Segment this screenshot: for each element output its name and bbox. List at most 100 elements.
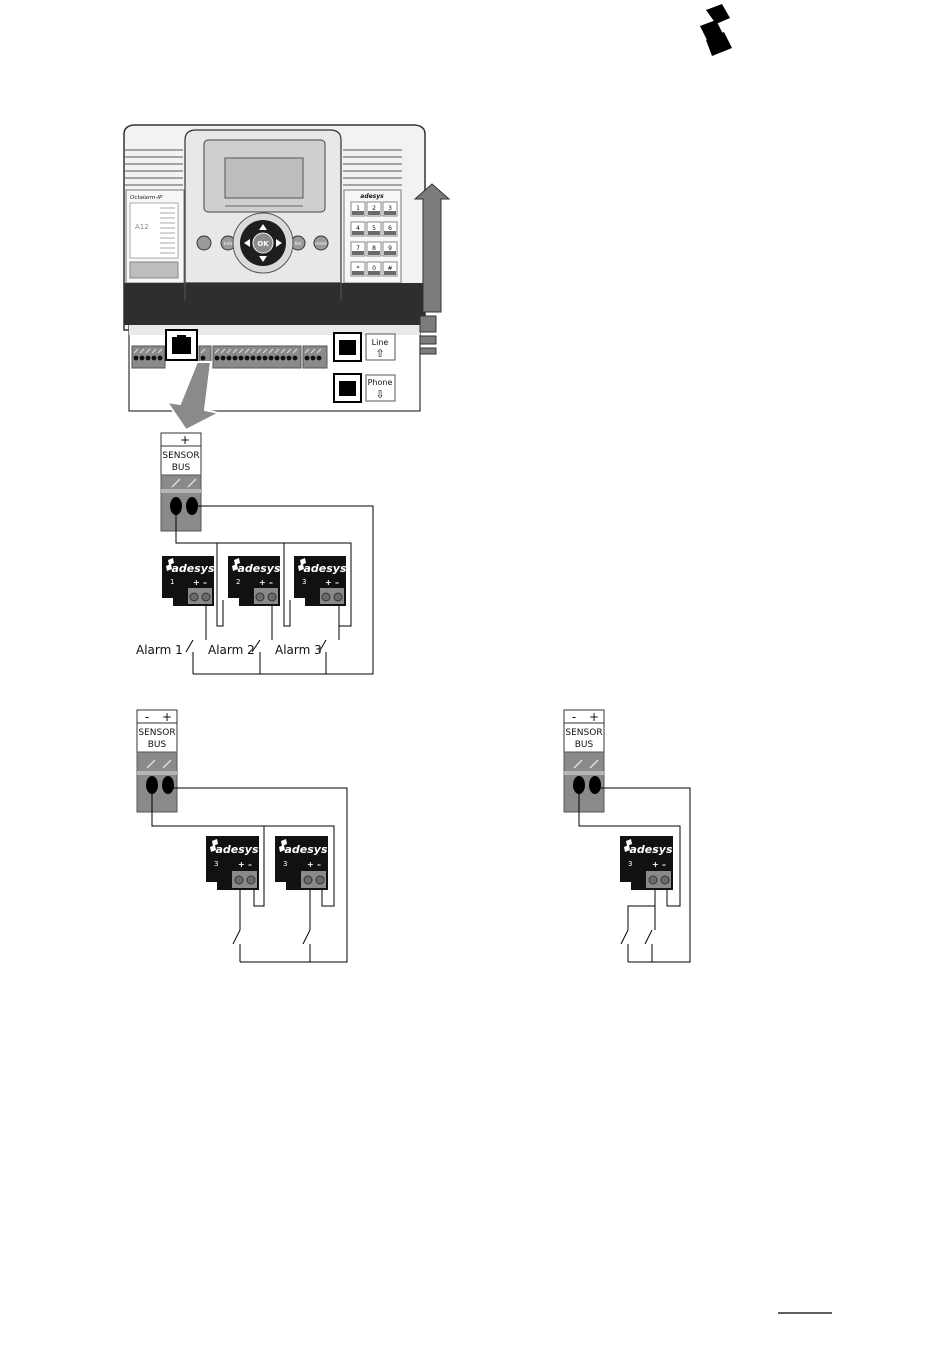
keypad-key-label: 5 [372, 225, 376, 232]
keypad-brand: adesys [360, 193, 384, 200]
terminal-screw [311, 356, 316, 361]
bottom-right-module: adesys 3 + – [620, 836, 673, 890]
terminal-screw [134, 356, 139, 361]
module-3-minus: – [335, 578, 339, 587]
terminal-screw [233, 356, 238, 361]
keypad-key-label: # [387, 265, 392, 272]
module-1-minus: – [203, 578, 207, 587]
terminal-screw [215, 356, 220, 361]
module-2-plus: + [259, 578, 266, 587]
navigation-pad[interactable]: OK [233, 213, 293, 273]
bottom-right-plus-label: + [589, 710, 599, 724]
bottom-left-module-a-minus: – [248, 860, 252, 869]
bottom-left-label-line2: BUS [148, 740, 167, 750]
bottom-right-label-line2: BUS [575, 740, 594, 750]
softkey-left-button[interactable] [197, 236, 211, 250]
terminal-screw [287, 356, 292, 361]
module-3-brand: adesys [303, 562, 346, 575]
corner-logo [700, 4, 732, 56]
panel-title: A12 [135, 223, 149, 231]
sensor-module-3: adesys 3 + – [294, 556, 347, 606]
bottom-left-module-a-brand: adesys [215, 843, 258, 856]
bottom-left-plus-label: + [162, 710, 172, 724]
terminal-screw [305, 356, 310, 361]
bottom-left-module-b-minus: – [317, 860, 321, 869]
controller-device: info list reset OK Octalarm-IP A12 [124, 125, 425, 330]
lcd-screen [225, 158, 303, 198]
alarm-3-label: Alarm 3 [275, 643, 322, 657]
bottom-left-module-b: adesys 3 + – [275, 836, 328, 890]
terminal-screw [221, 356, 226, 361]
bottom-left-minus-label: - [145, 710, 149, 724]
keypad-key-label: 8 [372, 245, 376, 252]
terminal-screw [257, 356, 262, 361]
softkey-list-label: list [295, 241, 302, 247]
keypad-key-label: 3 [388, 205, 392, 212]
keypad-key-label: 7 [356, 245, 360, 252]
line-port-up-arrow-icon: ⇧ [375, 347, 384, 360]
bottom-left-module-a-number: 3 [214, 860, 218, 868]
bottom-left-label-line1: SENSOR [138, 728, 175, 738]
alarm-2-label: Alarm 2 [208, 643, 255, 657]
phone-port-down-arrow-icon: ⇩ [375, 388, 384, 401]
sensor-bus-plus-label: + [180, 433, 190, 447]
terminal-screw [146, 356, 151, 361]
softkey-info-label: info [224, 241, 233, 247]
module-1-plus: + [193, 578, 200, 587]
terminal-screw [269, 356, 274, 361]
sensor-bus-connector-bottom-left: - + SENSOR BUS [137, 710, 177, 812]
ok-label: OK [257, 240, 269, 248]
terminal-screw [281, 356, 286, 361]
keypad-key-label: 1 [356, 205, 360, 212]
terminal-screw [251, 356, 256, 361]
terminal-screw [263, 356, 268, 361]
keypad-key-label: 2 [372, 205, 376, 212]
softkey-reset-label: reset [315, 241, 327, 247]
terminal-screw [152, 356, 157, 361]
keypad-key-label: 4 [356, 225, 360, 232]
module-1-brand: adesys [171, 562, 214, 575]
terminal-screw [293, 356, 298, 361]
keypad-key-label: * [357, 265, 360, 272]
dark-band [124, 283, 425, 325]
module-3-number: 3 [302, 578, 306, 586]
module-2-number: 2 [236, 578, 240, 586]
keypad-key-label: 0 [372, 265, 376, 272]
bottom-left-module-a-plus: + [238, 860, 245, 869]
alarm-1-label: Alarm 1 [136, 643, 183, 657]
terminal-screw [140, 356, 145, 361]
sensor-bus-connector-top: + SENSOR BUS [161, 433, 201, 531]
terminal-screw [275, 356, 280, 361]
module-2-brand: adesys [237, 562, 280, 575]
module-3-plus: + [325, 578, 332, 587]
sensor-bus-label-line1: SENSOR [162, 451, 199, 461]
keypad-key-label: 9 [388, 245, 392, 252]
bottom-left-module-b-plus: + [307, 860, 314, 869]
terminal-screw [201, 356, 206, 361]
terminal-screw [239, 356, 244, 361]
bottom-right-minus-label: - [572, 710, 576, 724]
terminal-screw [227, 356, 232, 361]
terminal-screw [317, 356, 322, 361]
sensor-bus-label-line2: BUS [172, 463, 191, 473]
bottom-right-module-brand: adesys [629, 843, 672, 856]
sensor-bus-connector-bottom-right: - + SENSOR BUS [564, 710, 604, 812]
bottom-right-module-minus: – [662, 860, 666, 869]
bottom-left-module-a: adesys 3 + – [206, 836, 259, 890]
sensor-module-2: adesys 2 + – [228, 556, 281, 606]
bottom-right-module-plus: + [652, 860, 659, 869]
line-port-label: Line [372, 338, 389, 347]
terminal-screw [245, 356, 250, 361]
terminal-screw [158, 356, 163, 361]
terminal-area: Line ⇧ Phone ⇩ [129, 325, 420, 411]
sensor-module-1: adesys 1 + – [162, 556, 215, 606]
device-model-label: Octalarm-IP [130, 195, 163, 201]
module-1-number: 1 [170, 578, 174, 586]
bottom-left-module-b-brand: adesys [284, 843, 327, 856]
bottom-left-module-b-number: 3 [283, 860, 287, 868]
bottom-right-label-line1: SENSOR [565, 728, 602, 738]
keypad-key-label: 6 [388, 225, 392, 232]
bottom-right-module-number: 3 [628, 860, 632, 868]
